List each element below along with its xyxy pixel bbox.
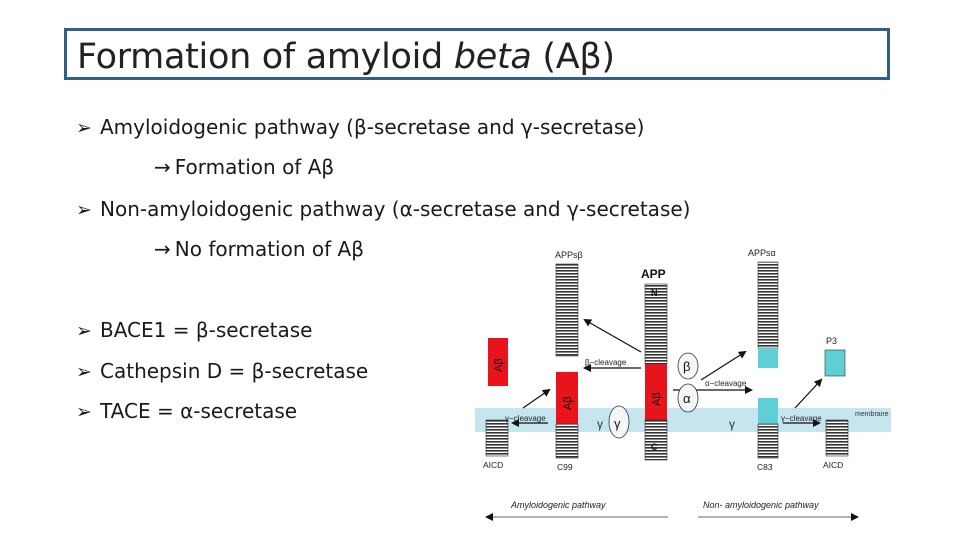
- aicd-left-label: AICD: [483, 460, 503, 470]
- bullet-text: Amyloidogenic pathway (β-secretase and γ…: [100, 115, 645, 139]
- abeta-fragment-label: Aβ: [493, 358, 505, 372]
- apps-beta-fragment: [555, 263, 579, 357]
- bullet-5: ➢ TACE = α-secretase: [76, 398, 297, 425]
- aicd-right-label: AICD: [823, 460, 843, 470]
- c99-tail: [555, 423, 579, 459]
- p3-fragment: [824, 349, 846, 377]
- app-n-terminus-label: N: [651, 288, 658, 298]
- bullet-arrow-icon: ➢: [76, 117, 92, 139]
- abeta-fragment: [488, 338, 508, 386]
- sub-bullet-1: →Formation of Aβ: [154, 154, 334, 180]
- sub-bullet-text: No formation of Aβ: [174, 237, 364, 261]
- bullet-text: TACE = α-secretase: [100, 399, 298, 423]
- app-c-terminus-label: C: [651, 442, 658, 452]
- gamma-right-symbol: γ: [729, 417, 735, 431]
- apps-alpha-fragment: [757, 261, 779, 349]
- p3-label: P3: [826, 336, 837, 346]
- title-suffix: (Aβ): [531, 37, 615, 77]
- slide-title: Formation of amyloid beta (Aβ): [77, 37, 615, 77]
- title-prefix: Formation of amyloid: [77, 37, 454, 77]
- alpha-secretase-ellipse: [677, 383, 699, 413]
- bullet-arrow-icon: ➢: [76, 401, 92, 423]
- app-abeta-label: Aβ: [651, 392, 663, 406]
- bullet-text: Cathepsin D = β-secretase: [100, 359, 369, 383]
- membrane-band: [475, 408, 891, 432]
- app-processing-diagram: membrane APPsβ Aβ AICD Aβ C99 APP N Aβ C…: [475, 248, 891, 521]
- beta-secretase-symbol: β: [683, 359, 690, 374]
- c83-p3-region: [758, 398, 778, 424]
- bullet-arrow-icon: ➢: [76, 199, 92, 221]
- app-intracellular-domain: [644, 419, 668, 461]
- apps-alpha-label: APPsα: [748, 248, 776, 258]
- apps-alpha-p3-part: [758, 348, 778, 368]
- gamma-cleavage-left-label: γ−cleavage: [505, 414, 546, 423]
- bullet-1: ➢ Amyloidogenic pathway (β-secretase and …: [76, 114, 644, 141]
- aicd-left-fragment: [485, 419, 509, 457]
- non-amyloidogenic-pathway-label: Non- amyloidogenic pathway: [703, 500, 819, 510]
- gamma-secretase-symbol: γ: [614, 416, 621, 431]
- app-label: APP: [641, 267, 666, 281]
- right-arrow-icon: →: [154, 237, 171, 261]
- bullet-arrow-icon: ➢: [76, 320, 92, 342]
- alpha-secretase-symbol: α: [683, 391, 691, 406]
- alpha-release-arrow: [700, 350, 747, 381]
- gamma-cleavage-right-label: γ−cleavage: [781, 414, 822, 423]
- right-arrow-icon: →: [154, 155, 171, 179]
- beta-cleavage-label: β−cleavage: [585, 358, 627, 367]
- c83-label: C83: [757, 462, 773, 472]
- bullet-3: ➢ BACE1 = β-secretase: [76, 317, 312, 344]
- c83-tail: [757, 423, 779, 459]
- c99-label: C99: [557, 462, 573, 472]
- c99-abeta-region: [556, 372, 578, 424]
- apps-beta-label: APPsβ: [555, 250, 583, 260]
- title-italic: beta: [453, 37, 532, 77]
- gamma-release-left-arrow: [522, 388, 551, 409]
- bullet-arrow-icon: ➢: [76, 361, 92, 383]
- aicd-right-fragment: [825, 419, 849, 457]
- c99-abeta-label: Aβ: [562, 396, 574, 410]
- sub-bullet-text: Formation of Aβ: [174, 155, 335, 179]
- sub-bullet-2: →No formation of Aβ: [154, 236, 364, 262]
- bullet-4: ➢ Cathepsin D = β-secretase: [76, 358, 368, 385]
- amyloidogenic-pathway-label: Amyloidogenic pathway: [510, 500, 606, 510]
- gamma-left-symbol: γ: [597, 417, 603, 431]
- bullet-text: Non-amyloidogenic pathway (α-secretase a…: [100, 197, 691, 221]
- gamma-release-right-arrow: [794, 378, 823, 409]
- membrane-label: membrane: [855, 411, 889, 418]
- bullet-text: BACE1 = β-secretase: [100, 318, 313, 342]
- beta-release-arrow: [583, 319, 642, 353]
- beta-secretase-ellipse: [677, 352, 699, 380]
- alpha-cleavage-label: α−cleavage: [705, 379, 747, 388]
- bullet-2: ➢ Non-amyloidogenic pathway (α-secretase …: [76, 196, 690, 223]
- app-abeta-region: [645, 364, 667, 420]
- title-box: Formation of amyloid beta (Aβ): [64, 28, 890, 80]
- gamma-secretase-ellipse: [608, 405, 630, 439]
